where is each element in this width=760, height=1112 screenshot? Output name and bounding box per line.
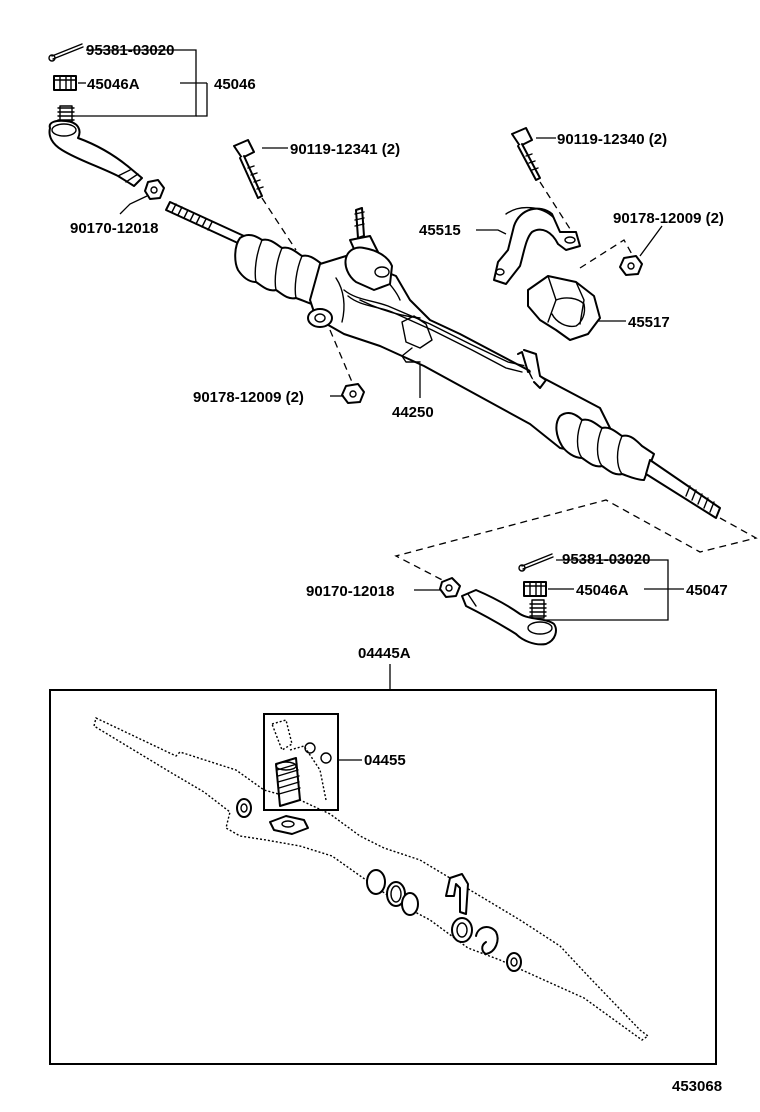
sub-kit-seal-icon: [275, 742, 332, 807]
label-cotter-pin-lower: 95381-03020: [562, 551, 650, 568]
nut-rack-icon: [341, 383, 365, 404]
label-nut-rack: 90178-12009 (2): [193, 389, 304, 406]
label-nut-bracket: 90178-12009 (2): [613, 210, 724, 227]
label-bolt-rack: 90119-12341 (2): [290, 141, 400, 158]
o-ring-small-icon: [236, 798, 252, 818]
label-tie-rod-end-lh: 45046: [214, 76, 256, 93]
page-code: 453068: [672, 1078, 722, 1095]
label-sub-kit: 04455: [364, 752, 406, 769]
nut-rack-group: 90178-12009 (2): [193, 329, 365, 406]
tie-rod-end-lh-icon: [48, 105, 143, 187]
tie-rod-end-rh-icon: [461, 589, 557, 646]
bushing-icon: [527, 275, 601, 341]
label-cotter-pin-upper: 95381-03020: [86, 42, 174, 59]
label-nut-tie-rod-rh: 90170-12018: [306, 583, 394, 600]
gasket-icon: [269, 815, 309, 835]
o-ring-set-icon: [366, 869, 419, 916]
castle-nut-upper-icon: [53, 75, 77, 91]
bushing-group: 45517: [527, 275, 670, 341]
gasket-kit-gear-outline: [93, 717, 650, 1041]
nut-bracket-icon: [619, 255, 643, 276]
bracket-group: 45515: [419, 207, 581, 285]
castle-nut-lower-icon: [523, 581, 547, 597]
o-ring-end-icon: [506, 952, 522, 972]
snap-ring-icon: [451, 917, 499, 955]
steering-gear-assembly-icon: [165, 201, 721, 519]
tie-rod-end-rh-group: 95381-03020 45046A 45047 90170-12018: [306, 551, 728, 646]
bolt-bracket-group: 90119-12340 (2): [511, 127, 667, 233]
gasket-kit-frame: [49, 689, 717, 1065]
bracket-icon: [493, 207, 581, 285]
nut-tie-rod-rh-icon: [439, 577, 461, 598]
label-gear-assembly: 44250: [392, 404, 434, 421]
nut-bracket-group: 90178-12009 (2): [579, 210, 724, 276]
cotter-pin-lower-icon: [518, 553, 554, 572]
gasket-kit-group: 04445A 04455: [49, 645, 717, 1065]
cotter-pin-upper-icon: [48, 43, 84, 62]
bolt-rack-icon: [233, 139, 264, 199]
label-bushing: 45517: [628, 314, 670, 331]
label-nut-lower-sub: 45046A: [576, 582, 629, 599]
label-bolt-bracket: 90119-12340 (2): [557, 131, 667, 148]
bolt-rack-group: 90119-12341 (2): [233, 139, 400, 251]
label-nut-tie-rod-lh: 90170-12018: [70, 220, 158, 237]
nut-tie-rod-lh-icon: [144, 179, 165, 200]
bolt-bracket-icon: [511, 127, 541, 181]
label-tie-rod-end-rh: 45047: [686, 582, 728, 599]
label-bracket: 45515: [419, 222, 461, 239]
label-gasket-kit: 04445A: [358, 645, 411, 662]
pipe-clamp-icon: [445, 873, 469, 915]
sub-kit-frame: [263, 713, 339, 811]
label-nut-upper-sub: 45046A: [87, 76, 140, 93]
tie-rod-end-lh-group: 95381-03020 45046A 45046 90170-12018: [48, 42, 256, 237]
